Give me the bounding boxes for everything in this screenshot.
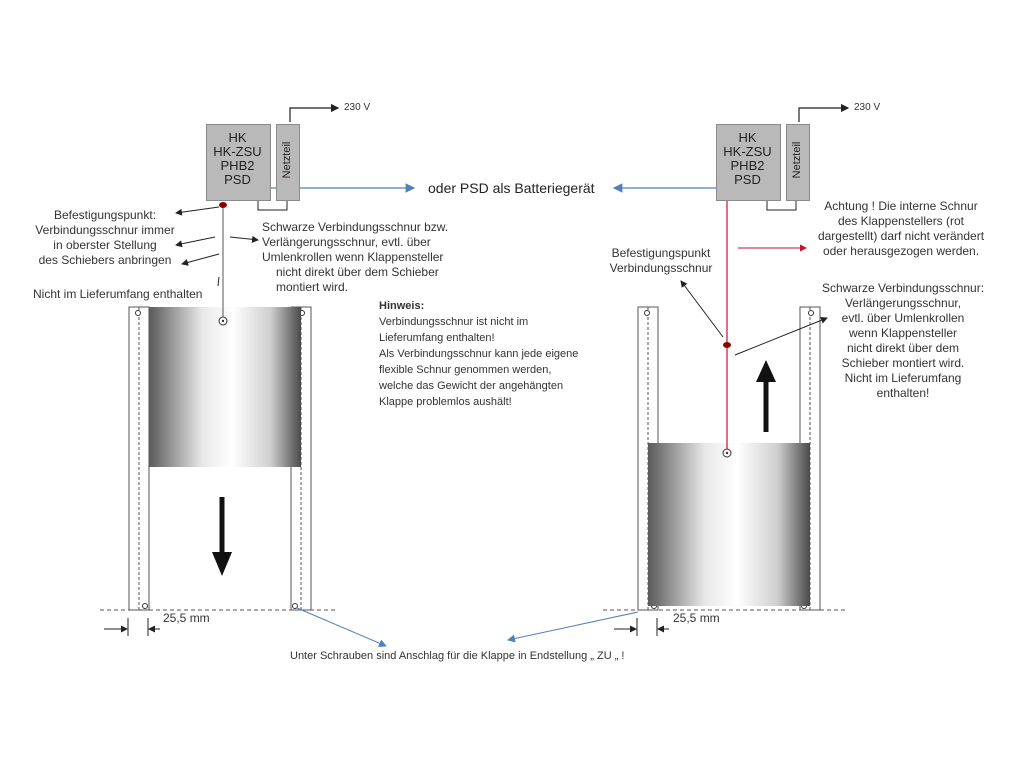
right-assembly (603, 103, 850, 636)
psd-battery-note: oder PSD als Batteriegerät (428, 180, 595, 196)
left-psu-wire (257, 200, 288, 211)
left-psu-box (276, 124, 300, 201)
right-caution-note: Achtung ! Die interne Schnur des Klappen… (817, 199, 985, 258)
right-dimension: 25,5 mm (673, 611, 720, 625)
left-not-included: Nicht im Lieferumfang enthalten (33, 287, 203, 301)
left-door (149, 307, 301, 467)
right-psu-box (786, 124, 810, 201)
left-dimension: 25,5 mm (163, 611, 210, 625)
hint-title: Hinweis: (379, 300, 425, 312)
hint-block: Hinweis: Verbindungsschnur ist nicht im … (379, 298, 619, 410)
right-psu-label: Netzteil (791, 141, 803, 179)
right-device-box (716, 124, 781, 201)
left-voltage: 230 V (344, 102, 371, 113)
left-device-box (206, 124, 271, 201)
left-psu-label: Netzteil (281, 141, 293, 179)
right-door (648, 443, 810, 606)
left-assembly (100, 103, 340, 636)
stop-arrow-right (507, 611, 639, 643)
right-power-cable (798, 103, 850, 122)
right-device-label: HK HK-ZSU PHB2 PSD (723, 130, 772, 187)
left-attach-note: Befestigungspunkt: Verbindungsschnur imm… (35, 208, 175, 267)
left-cord-note: Schwarze Verbindungsschnur bzw. Verlänge… (262, 220, 449, 294)
left-power-cable (289, 103, 340, 122)
right-psu-wire (766, 200, 797, 211)
right-cord-note: Schwarze Verbindungsschnur: Verlängerung… (821, 281, 985, 400)
right-voltage: 230 V (854, 102, 881, 113)
left-device-label: HK HK-ZSU PHB2 PSD (213, 130, 262, 187)
right-attach-note: Befestigungspunkt Verbindungsschnur (609, 246, 713, 275)
bottom-stop-note: Unter Schrauben sind Anschlag für die Kl… (290, 650, 625, 662)
stop-arrow-left (296, 607, 387, 647)
